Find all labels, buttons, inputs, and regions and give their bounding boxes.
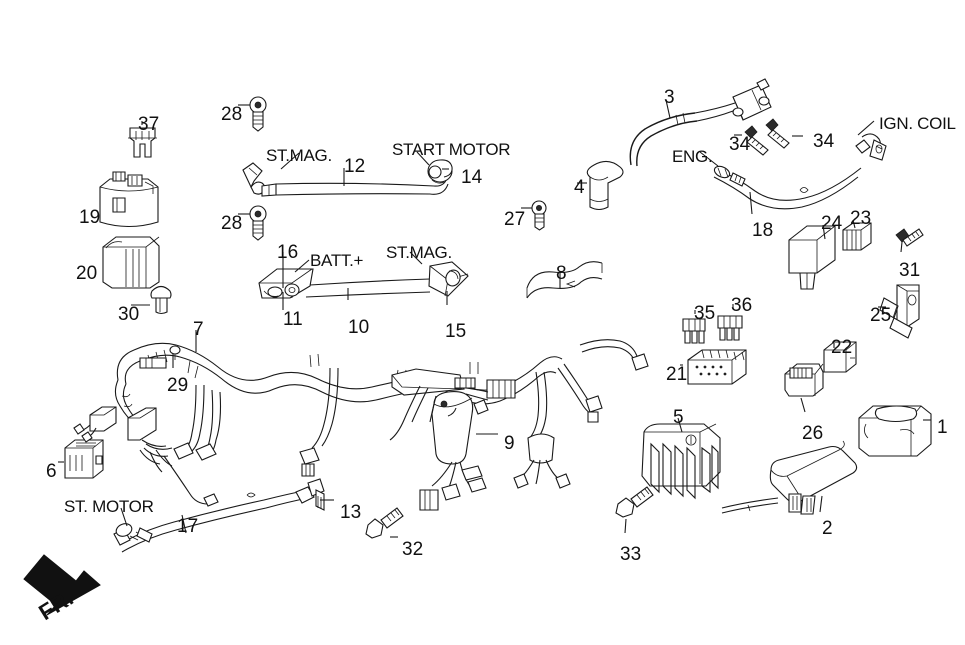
part-34-bolt-right [765,118,790,149]
part-32-flange-bolt [365,507,404,539]
callout-number: 28 [221,104,243,125]
callout-number: 21 [666,364,688,385]
part-25-bracket [879,284,920,339]
callout-number: 11 [283,309,303,330]
part-33-flange-bolt [615,486,654,518]
part-23-connector [842,222,872,251]
part-1-junction-box [858,405,932,457]
part-37-fuse [128,127,157,158]
callout-number: 23 [850,208,872,229]
callout-number: 14 [461,167,483,188]
part-28-eyelet-bolt-lower [249,205,267,241]
part-2-cdi-unit [721,440,858,515]
fr-direction-arrow [23,554,101,616]
callout-number: 34 [813,131,835,152]
part-21-fuse-block [687,349,747,385]
callout-number: 25 [870,305,892,326]
part-4-plug-cap [586,160,624,211]
part-35-terminal [682,318,706,344]
part-12-starter-cable [242,159,453,197]
callout-number: 16 [277,242,299,263]
label-st-mag-upper: ST.MAG. [266,146,332,165]
label-st-motor: ST. MOTOR [64,497,154,516]
part-36-terminal [717,315,743,341]
part-22-relay [823,341,857,373]
callout-number: 10 [348,317,370,338]
callout-number: 20 [76,263,98,284]
callout-number: 36 [731,295,753,316]
callout-number: 18 [752,220,774,241]
callout-number: 6 [46,461,57,482]
callout-number: 4 [574,177,585,198]
part-30-grommet [150,285,172,315]
callout-number: 5 [673,407,684,428]
callout-number: 31 [899,260,921,281]
part-34-bolt-left [744,125,769,156]
part-24-relay [788,225,836,290]
callout-number: 28 [221,213,243,234]
callout-number: 15 [445,321,467,342]
part-7-main-harness [73,339,649,511]
part-10-battery-cable [258,261,469,299]
part-17-starter-cable [113,478,325,553]
part-6-switch-block [64,439,104,479]
label-batt-plus: BATT.+ [310,251,364,270]
part-5-regulator [641,423,721,500]
part-26-connector [784,363,824,397]
label-st-mag-lower: ST.MAG. [386,243,452,262]
callout-number: 1 [937,417,948,438]
part-19-relay [99,171,159,228]
callout-number: 12 [344,156,366,177]
label-ign-coil: IGN. COIL [879,114,956,133]
callout-number: 3 [664,87,675,108]
callout-number: 29 [167,375,189,396]
part-8-band [526,261,603,299]
callout-number: 37 [138,114,160,135]
callout-number: 26 [802,423,824,444]
part-28-eyelet-bolt-upper [249,96,267,132]
callout-number: 2 [822,518,833,539]
callout-number: 34 [729,134,751,155]
label-start-motor: START MOTOR [392,140,511,159]
callout-number: 33 [620,544,642,565]
callout-number: 8 [556,263,567,284]
part-3-plug-cable [629,78,772,167]
callout-number: 32 [402,539,424,560]
callout-number: 35 [694,303,716,324]
part-31-bolt [895,228,924,247]
part-18-ground-cable [713,133,887,210]
callout-number: 27 [504,209,526,230]
part-20-relay-cover [102,236,160,289]
callout-number: 19 [79,207,101,228]
part-27-eyelet-bolt [531,200,547,231]
callout-number: 7 [193,319,204,340]
label-eng: ENG. [672,147,713,166]
callout-number: 9 [504,433,515,454]
callout-number: 17 [177,516,199,537]
callout-number: 13 [340,502,362,523]
callout-number: 22 [831,337,853,358]
callout-number: 30 [118,304,140,325]
callout-number: 24 [821,213,843,234]
